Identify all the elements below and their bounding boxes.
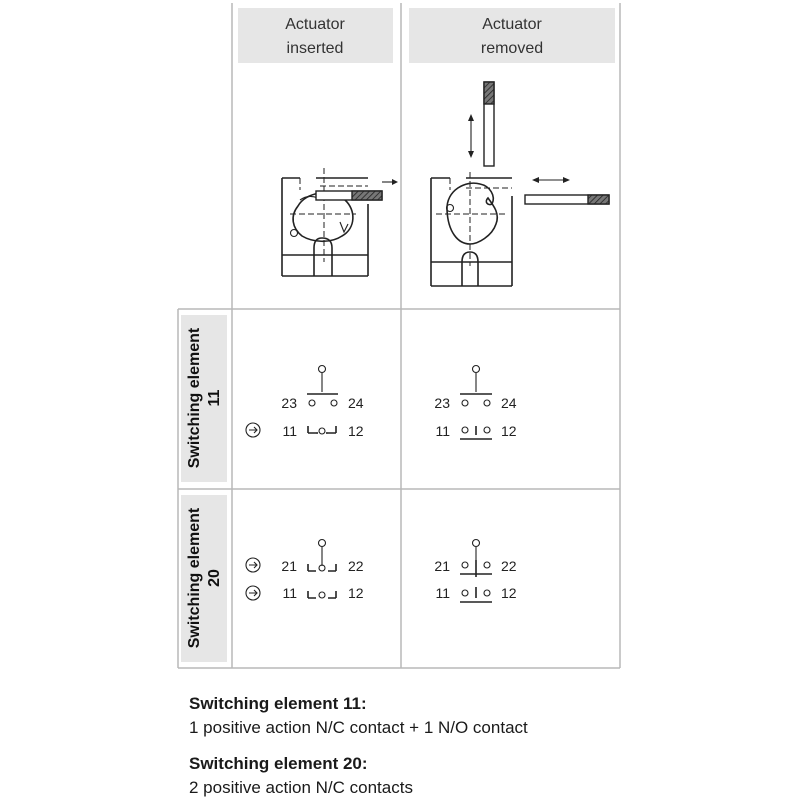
column-header-inserted-line2: inserted (287, 40, 344, 57)
nc-contact-11-12: 11 12 (435, 423, 517, 440)
description-title: Switching element 20: (189, 754, 368, 773)
positive-action-symbol (245, 422, 261, 438)
positive-action-symbol (245, 557, 261, 573)
terminal-12: 12 (348, 423, 364, 439)
nc-contact-11-12: 11 12 (282, 423, 363, 439)
switching-diagram: Actuator inserted Actuator removed Switc… (177, 3, 621, 669)
row-label-switching-element-20: Switching element 20 (181, 495, 227, 662)
description-text: 2 positive action N/C contacts (189, 778, 413, 797)
terminal-24: 24 (501, 395, 517, 411)
column-header-removed-line1: Actuator (482, 16, 542, 33)
nc-contact-21-22: 21 22 (434, 558, 517, 577)
double-arrow-icon (468, 114, 474, 158)
column-header-removed-line2: removed (481, 40, 543, 57)
nc-contact-21-22: 21 22 (281, 558, 363, 574)
terminal-12: 12 (501, 585, 517, 601)
row-label-11-line1: Switching element (186, 327, 203, 468)
terminal-12: 12 (348, 585, 364, 601)
description-text: 1 positive action N/C contact + 1 N/O co… (189, 718, 528, 737)
terminal-11: 11 (435, 423, 450, 439)
terminal-23: 23 (434, 395, 450, 411)
actuator-inserted-drawing (281, 168, 398, 277)
terminal-24: 24 (348, 395, 364, 411)
contact-diagram-se11-inserted: 23 24 11 12 (245, 364, 364, 439)
column-header-inserted: Actuator inserted (238, 8, 393, 63)
positive-action-symbol (245, 585, 261, 601)
no-contact-23-24: 23 24 (281, 393, 364, 411)
row-label-switching-element-11: Switching element 11 (181, 315, 227, 482)
terminal-22: 22 (348, 558, 364, 574)
double-arrow-icon (532, 177, 570, 183)
terminal-23: 23 (281, 395, 297, 411)
column-header-removed: Actuator removed (409, 8, 615, 63)
table-grid (177, 3, 621, 669)
contact-diagram-se11-removed: 23 24 11 12 (434, 364, 517, 440)
terminal-21: 21 (281, 558, 297, 574)
column-header-inserted-line1: Actuator (285, 16, 345, 33)
row-label-11-line2: 11 (206, 389, 223, 406)
terminal-21: 21 (434, 558, 450, 574)
row-label-20-line2: 20 (206, 569, 223, 587)
nc-contact-11-12: 11 12 (282, 585, 363, 601)
terminal-11: 11 (282, 585, 297, 601)
description-title: Switching element 11: (189, 694, 367, 713)
nc-contact-11-12: 11 12 (435, 585, 517, 603)
description-switching-element-11: Switching element 11: 1 positive action … (189, 692, 528, 740)
contact-diagram-se20-inserted: 21 22 11 12 (245, 538, 364, 601)
arrow-right-icon (382, 179, 398, 185)
row-label-20-line1: Switching element (186, 507, 203, 648)
actuator-removed-drawing (430, 81, 610, 287)
terminal-11: 11 (435, 585, 450, 601)
terminal-22: 22 (501, 558, 517, 574)
contact-diagram-se20-removed: 21 22 11 12 (434, 538, 517, 603)
terminal-12: 12 (501, 423, 517, 439)
terminal-11: 11 (282, 423, 297, 439)
no-contact-23-24: 23 24 (434, 393, 517, 411)
description-switching-element-20: Switching element 20: 2 positive action … (189, 752, 413, 800)
